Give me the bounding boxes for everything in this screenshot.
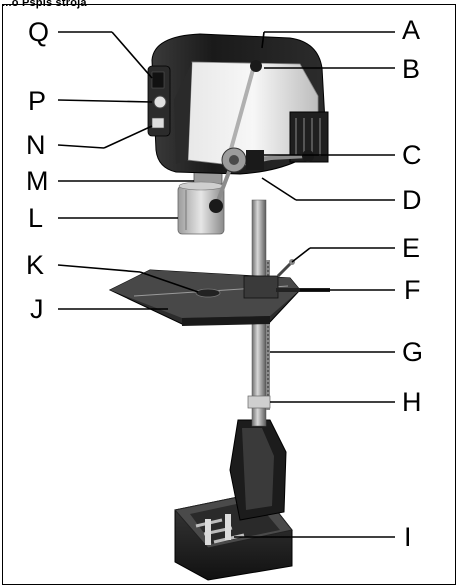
label-m: M xyxy=(26,168,49,195)
leader-line-n xyxy=(58,145,104,148)
leader-line-p xyxy=(58,100,152,102)
label-f: F xyxy=(404,277,421,304)
label-l: L xyxy=(28,205,43,232)
label-n: N xyxy=(26,132,46,159)
label-e: E xyxy=(402,235,420,262)
label-b: B xyxy=(402,56,420,83)
label-c: C xyxy=(402,142,422,169)
column-base-housing xyxy=(230,420,286,520)
leader-line-k xyxy=(58,265,140,272)
label-j: J xyxy=(30,296,44,323)
label-k: K xyxy=(26,252,44,279)
label-a: A xyxy=(402,17,420,44)
leader-line-d xyxy=(262,178,296,200)
work-table xyxy=(110,259,330,326)
label-h: H xyxy=(402,389,422,416)
label-q: Q xyxy=(28,19,49,46)
label-i: I xyxy=(404,524,412,551)
label-p: P xyxy=(28,88,46,115)
label-d: D xyxy=(402,187,422,214)
label-g: G xyxy=(402,339,423,366)
leader-line-e xyxy=(292,248,310,262)
